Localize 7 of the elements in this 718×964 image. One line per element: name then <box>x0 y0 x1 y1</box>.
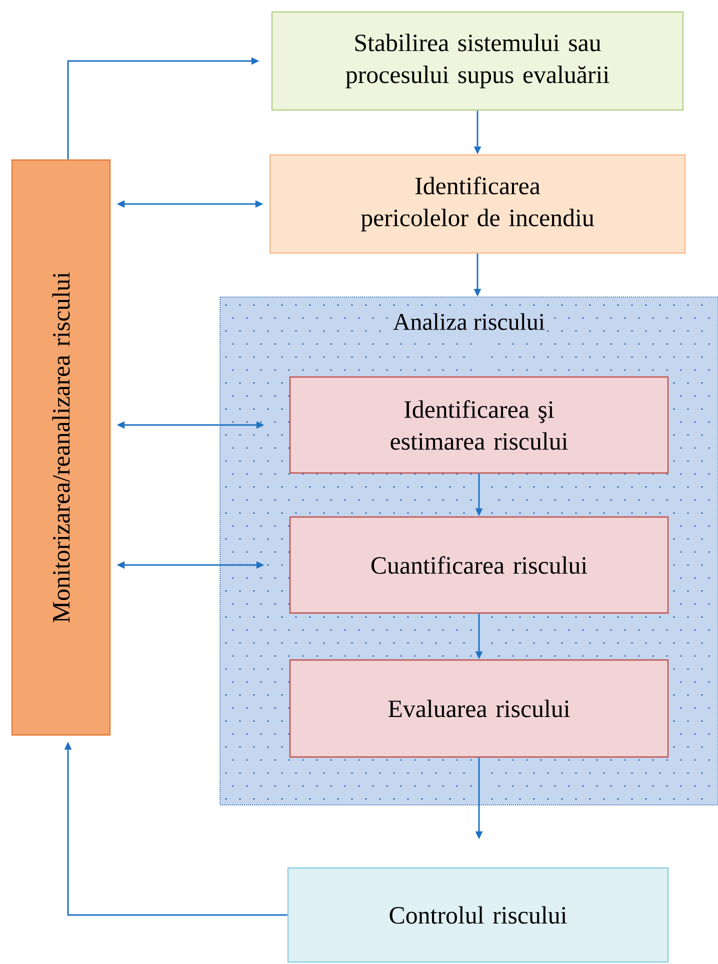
process-box: Cuantificarea riscului <box>289 516 669 614</box>
process-box: Identificarea şi estimarea riscului <box>289 376 669 474</box>
process-box: Evaluarea riscului <box>289 659 669 758</box>
process-box: Controlul riscului <box>287 867 669 963</box>
process-box: Identificarea pericolelor de incendiu <box>269 154 686 254</box>
process-box: Stabilirea sistemului sau procesului supus evaluării <box>271 11 684 111</box>
vertical-box: Monitorizarea/reanalizarea riscului <box>11 159 111 736</box>
